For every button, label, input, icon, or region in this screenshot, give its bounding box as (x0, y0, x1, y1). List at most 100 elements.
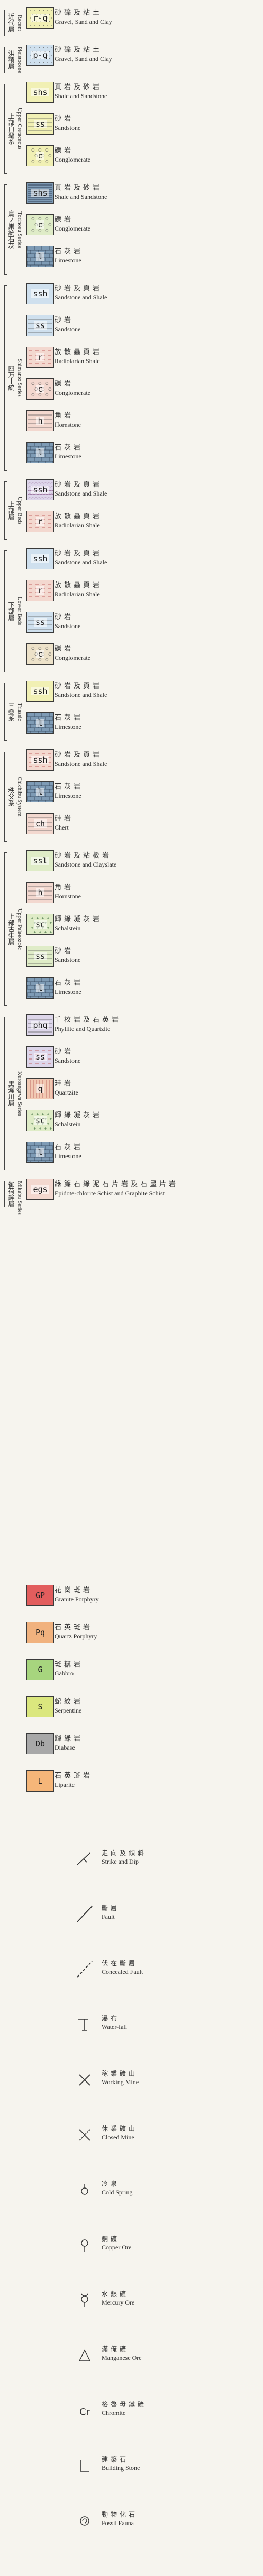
unit-name-en: Sandstone (55, 124, 81, 131)
unit-name-zh: 角岩 (55, 412, 74, 420)
unit-symbol: l (36, 252, 44, 261)
unit-name-zh: 砂礫及粘土 (55, 9, 103, 17)
unit-symbol: c (36, 650, 44, 658)
unit-name-en: Hornstone (55, 893, 81, 900)
unit-name-zh: 輝綠凝灰岩 (55, 915, 103, 923)
unit-symbol: ssh (31, 289, 49, 298)
section-label-zh: 三疊系 (7, 702, 15, 721)
unit-swatch: ss (26, 1046, 54, 1068)
unit-name-zh: 珪岩 (55, 1080, 74, 1088)
intrusive-name-zh: 斑糲岩 (55, 1661, 84, 1669)
unit-name-zh: 角岩 (55, 884, 74, 892)
section-label-zh: 上部白堊系 (7, 113, 15, 145)
intrusive-symbol: GP (35, 1591, 46, 1600)
unit-name-zh: 硅岩 (55, 815, 74, 823)
section-label-en: Pleistocene (16, 47, 23, 74)
unit-name-en: Radiolarian Shale (55, 522, 100, 529)
unit-symbol: sc (33, 1116, 47, 1125)
unit-swatch: l (26, 1142, 54, 1163)
map-symbol-name-zh: 冷泉 (102, 2180, 120, 2187)
intrusive-swatch: L (26, 1770, 54, 1792)
unit-swatch: sc (26, 1110, 54, 1131)
unit-symbol: ssh (31, 756, 49, 764)
unit-symbol: l (36, 788, 44, 796)
unit-swatch: c (26, 145, 54, 166)
unit-swatch: r (26, 511, 54, 532)
section-bracket (4, 84, 7, 174)
unit-name-en: Conglomerate (55, 389, 90, 396)
unit-swatch: ss (26, 946, 54, 967)
unit-symbol: l (36, 719, 44, 727)
map-symbol-name-zh: 建築石 (102, 2456, 129, 2463)
unit-name-en: Sandstone (55, 325, 81, 333)
unit-name-en: Limestone (55, 988, 81, 995)
unit-name-en: Gravel, Sand and Clay (55, 55, 112, 63)
unit-swatch: sc (26, 914, 54, 935)
unit-swatch: r (26, 580, 54, 601)
intrusive-name-zh: 輝綠岩 (55, 1735, 84, 1743)
unit-swatch: r (26, 347, 54, 368)
unit-name-zh: 砂岩 (55, 613, 74, 621)
unit-symbol: r (36, 586, 44, 595)
cold-spring-icon (74, 2180, 95, 2201)
unit-swatch: c (26, 643, 54, 665)
map-symbol-name-zh: 銅礦 (102, 2235, 120, 2243)
map-symbol-name-en: Strike and Dip (102, 1858, 139, 1865)
unit-name-en: Sandstone (55, 956, 81, 964)
building-stone-icon (74, 2455, 95, 2476)
unit-swatch: ch (26, 813, 54, 834)
section-label-zh: 上部古生層 (7, 913, 15, 945)
intrusive-name-en: Gabbro (55, 1670, 74, 1677)
strike-dip-icon (74, 1849, 95, 1870)
unit-swatch: c (26, 214, 54, 235)
working-mine-icon (74, 2069, 95, 2090)
unit-swatch: ss (26, 315, 54, 336)
unit-name-zh: 砂岩 (55, 1048, 74, 1056)
unit-name-zh: 砂岩及頁岩 (55, 751, 103, 759)
unit-name-zh: 砂岩 (55, 947, 74, 955)
unit-symbol: shs (31, 88, 49, 96)
water-fall-icon (74, 2014, 95, 2035)
intrusive-name-en: Liparite (55, 1781, 75, 1788)
unit-name-en: Chert (55, 824, 69, 831)
svg-text:Cr: Cr (79, 2406, 90, 2418)
intrusive-swatch: Db (26, 1733, 54, 1754)
unit-name-en: Limestone (55, 792, 81, 799)
section-bracket (4, 852, 7, 1006)
intrusive-name-en: Granite Porphyry (55, 1595, 99, 1603)
intrusive-symbol: S (38, 1702, 43, 1712)
